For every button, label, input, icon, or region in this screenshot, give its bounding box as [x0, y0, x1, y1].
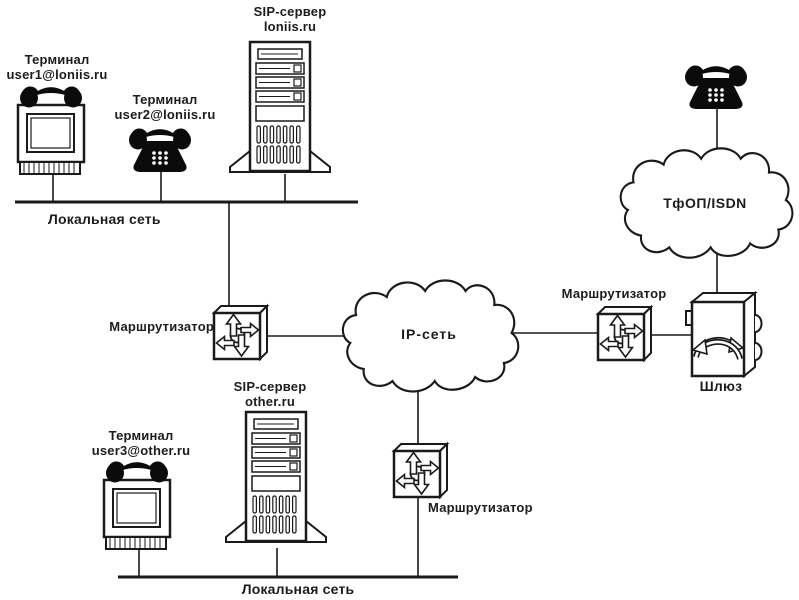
gateway-icon: [686, 293, 762, 376]
sip-server1-label: SIP-сервер loniis.ru: [222, 4, 358, 34]
terminal3-label: Терминал user3@other.ru: [76, 428, 206, 458]
sip-server2-icon: [224, 410, 328, 544]
sip-server2-label: SIP-сервер other.ru: [208, 379, 332, 409]
terminal2-label-line1: Терминал: [132, 92, 198, 107]
ip-network-label: IP-сеть: [401, 326, 457, 342]
terminal1-label-line1: Терминал: [24, 52, 90, 67]
gateway-label: Шлюз: [699, 378, 743, 394]
router-left-icon: [212, 304, 269, 361]
lan-top-label: Локальная сеть: [48, 211, 161, 227]
terminal3-label-line1: Терминал: [108, 428, 174, 443]
sip-server1-icon: [228, 40, 332, 174]
connection-lines: [15, 106, 718, 579]
sip-server1-label-line1: SIP-сервер: [253, 4, 327, 19]
pstn-network-label: ТфОП/ISDN: [663, 195, 747, 211]
pstn-phone-icon: [685, 66, 747, 109]
terminal1-label-line2: user1@loniis.ru: [6, 67, 108, 82]
sip-server2-label-line2: other.ru: [245, 394, 295, 409]
terminal2-phone-icon: [129, 129, 191, 172]
terminal2-label-line2: user2@loniis.ru: [114, 107, 216, 122]
sip-server2-label-line1: SIP-сервер: [233, 379, 307, 394]
router-left-label: Маршрутизатор: [109, 319, 214, 334]
terminal2-label: Терминал user2@loniis.ru: [95, 92, 235, 122]
terminal3-icon: [104, 462, 170, 549]
router-bottom-icon: [392, 442, 449, 499]
terminal3-label-line2: user3@other.ru: [91, 443, 191, 458]
terminal1-icon: [18, 87, 84, 174]
sip-server1-label-line2: loniis.ru: [263, 19, 317, 34]
router-right-label: Маршрутизатор: [561, 286, 667, 301]
lan-bottom-label: Локальная сеть: [241, 581, 355, 597]
router-right-icon: [596, 305, 653, 362]
router-bottom-label: Маршрутизатор: [428, 500, 533, 515]
terminal1-label: Терминал user1@loniis.ru: [0, 52, 118, 82]
